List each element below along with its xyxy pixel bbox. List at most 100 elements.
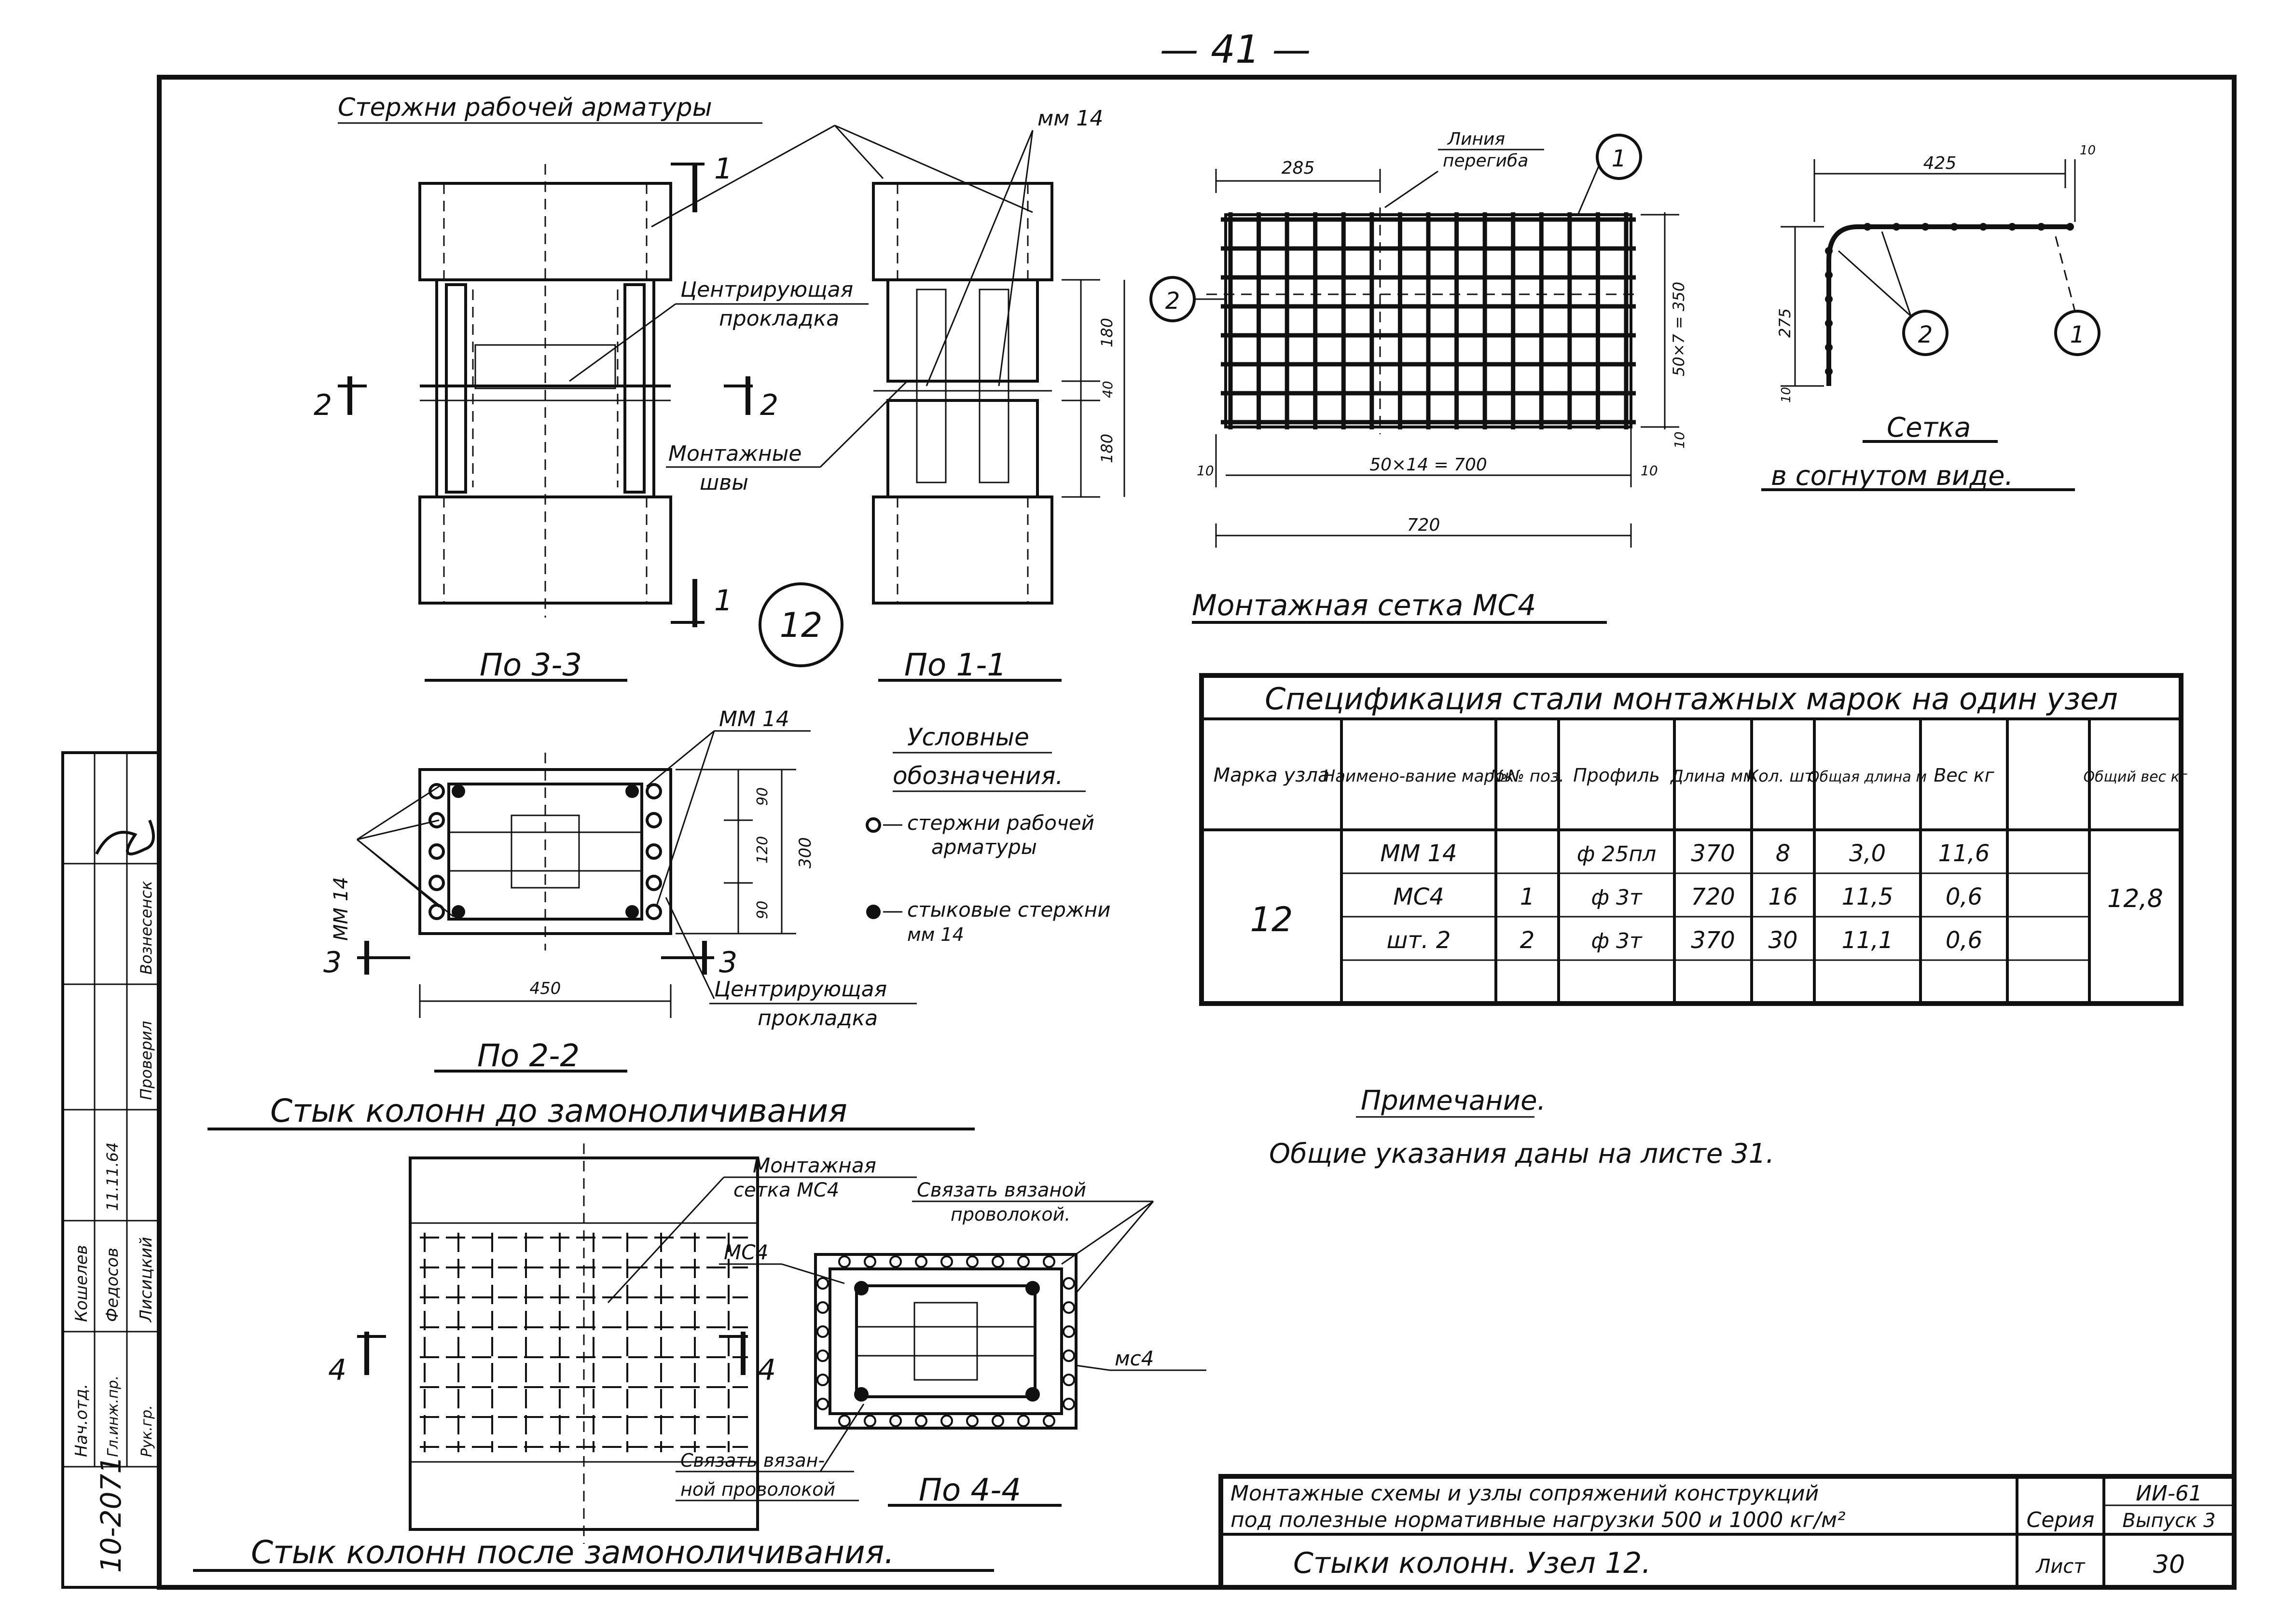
- title-block: Монтажные схемы и узлы сопряжений констр…: [1218, 1474, 2237, 1590]
- spec-table: Спецификация стали монтажных марок на од…: [1199, 673, 2187, 1006]
- v22-mm-top: ММ 14: [719, 707, 789, 731]
- legend-item1-2: арматуры: [931, 835, 1037, 859]
- rebar-dot: [889, 1415, 902, 1427]
- rebar-dot: [1063, 1398, 1075, 1410]
- tb-sheet-label: Лист: [2035, 1555, 2086, 1578]
- spec-r2-total-length: 11,1: [1842, 927, 1893, 954]
- tb-issue: Выпуск 3: [2122, 1510, 2215, 1532]
- rebar-dot: [1043, 1415, 1055, 1427]
- rebar-dot: [1063, 1349, 1075, 1362]
- mesh-mc4: 285 Линия перегиба 1 2 50×14 = 700 10 10…: [1149, 129, 1688, 624]
- mesh-dim-285: 285: [1282, 158, 1315, 178]
- sec1-top: 1: [714, 152, 732, 186]
- mesh-pos1: 1: [1612, 145, 1627, 172]
- caption-3-3: По 3-3: [480, 647, 582, 683]
- bent-mesh: 425 10 275 10 2 1 Сетка в согнутом виде.: [1761, 143, 2100, 492]
- v22-dim-2: 120: [754, 836, 771, 864]
- mesh-pos2: 2: [1165, 288, 1180, 315]
- label-mm14: мм 14: [1037, 106, 1103, 131]
- rebar-dot: [816, 1398, 829, 1410]
- rebar-dot: [1063, 1374, 1075, 1386]
- spec-r2-weight: 0,6: [1946, 927, 1982, 954]
- spec-r1-length: 720: [1691, 883, 1735, 910]
- rebar-dot: [864, 1415, 876, 1427]
- rebar-dot: [838, 1255, 851, 1268]
- stamp-role-3: Рук.гр.: [138, 1405, 155, 1457]
- label-rebars: Стержни рабочей арматуры: [338, 93, 712, 122]
- v44-tie-b2: ной проволокой: [680, 1479, 835, 1500]
- rebar-dot: [992, 1415, 1004, 1427]
- spec-r1-pos: 1: [1520, 883, 1535, 910]
- spec-r0-profile: ф 25пл: [1577, 842, 1656, 867]
- view-3-3: Стержни рабочей арматуры 1 1 2: [314, 93, 1033, 683]
- legend: Условные обозначения. стержни рабочей ар…: [866, 723, 1111, 945]
- mesh-dim-total: 720: [1407, 515, 1440, 535]
- rebar-dot: [1063, 1301, 1075, 1314]
- sec2-left: 2: [314, 388, 332, 422]
- sec3-left: 3: [323, 946, 342, 979]
- sec4-right: 4: [758, 1353, 776, 1387]
- bent-pos1: 1: [2070, 321, 2085, 348]
- rebar-dot: [966, 1255, 979, 1268]
- tb-sheet-value: 30: [2153, 1550, 2185, 1579]
- caption-4-4: По 4-4: [919, 1473, 1021, 1508]
- spec-r2-length: 370: [1691, 927, 1735, 954]
- stamp-name-2: Федосов: [103, 1248, 122, 1322]
- stamp-name-1: Кошелев: [72, 1245, 91, 1322]
- v11-dim-3: 180: [1098, 434, 1116, 463]
- sec1-bot: 1: [714, 584, 732, 618]
- spec-r0-length: 370: [1691, 840, 1735, 867]
- tb-name: Стыки колонн. Узел 12.: [1293, 1546, 1651, 1580]
- rebar-dot: [816, 1325, 829, 1338]
- legend-title-2: обозначения.: [893, 762, 1063, 790]
- rebar-dot: [889, 1255, 902, 1268]
- mesh-dim-inner: 50×14 = 700: [1369, 455, 1487, 475]
- v44-mc-left: МС4: [724, 1240, 768, 1264]
- spec-title: Спецификация стали монтажных марок на од…: [1265, 681, 2118, 716]
- mesh-dim-10r: 10: [1641, 463, 1658, 479]
- v11-dim-2: 40: [1100, 381, 1116, 398]
- rebar-dot: [915, 1415, 927, 1427]
- spec-h2: №№ поз.: [1489, 767, 1564, 786]
- v22-dim-3: 90: [754, 901, 771, 919]
- sec3-right: 3: [719, 946, 737, 979]
- spec-h1: Наимено-вание марок: [1323, 767, 1515, 786]
- spec-node: 12: [1250, 900, 1293, 939]
- rebar-dot: [838, 1415, 851, 1427]
- rebar-dot: [966, 1415, 979, 1427]
- mesh-dim-10l: 10: [1197, 463, 1214, 479]
- stamp-role-1: Нач.отд.: [72, 1384, 91, 1457]
- caption-1-1: По 1-1: [904, 647, 1007, 683]
- spec-r2-name: шт. 2: [1387, 927, 1451, 954]
- spec-r0-total-length: 3,0: [1849, 840, 1886, 867]
- v22-dim-1: 90: [754, 787, 771, 806]
- note-title: Примечание.: [1361, 1085, 1546, 1116]
- spec-r0-weight: 11,6: [1938, 840, 1990, 867]
- bent-dim-10b: 10: [1779, 387, 1794, 403]
- label-spacer-1: Центрирующая: [680, 277, 853, 302]
- spec-r2-profile: ф 3т: [1591, 929, 1643, 953]
- rebar-dot: [940, 1255, 953, 1268]
- side-stamp: 10-2071 Нач.отд. Гл.инж.пр. Рук.гр. Коше…: [61, 751, 161, 1589]
- tb-desc-1: Монтажные схемы и узлы сопряжений констр…: [1230, 1481, 1819, 1506]
- legend-item2-2: мм 14: [907, 924, 964, 945]
- node-number: 12: [779, 606, 822, 645]
- stamp-date: 11.11.64: [103, 1142, 122, 1211]
- tb-series-label: Серия: [2027, 1508, 2095, 1532]
- v22-spacer-1: Центрирующая: [714, 977, 887, 1002]
- rebar-dot: [1017, 1255, 1030, 1268]
- rebar-dot: [915, 1255, 927, 1268]
- view-after-elevation: 4 4 Монтажная сетка МС4: [328, 1143, 917, 1544]
- stamp-extra-1: Проверил: [137, 1021, 155, 1100]
- tb-desc-2: под полезные нормативные нагрузки 500 и …: [1230, 1508, 1846, 1532]
- caption-2-2: По 2-2: [477, 1038, 580, 1074]
- spec-r2-qty: 30: [1768, 927, 1797, 954]
- rebar-dot: [816, 1277, 829, 1290]
- v22-dim-h: 300: [796, 837, 815, 868]
- spec-h5: Кол. шт.: [1747, 767, 1819, 786]
- v44-tie-b1: Связать вязан-: [680, 1450, 825, 1471]
- spec-total-weight: 12,8: [2107, 884, 2163, 913]
- rebar-dot: [1063, 1325, 1075, 1338]
- legend-item2-1: стыковые стержни: [907, 898, 1111, 922]
